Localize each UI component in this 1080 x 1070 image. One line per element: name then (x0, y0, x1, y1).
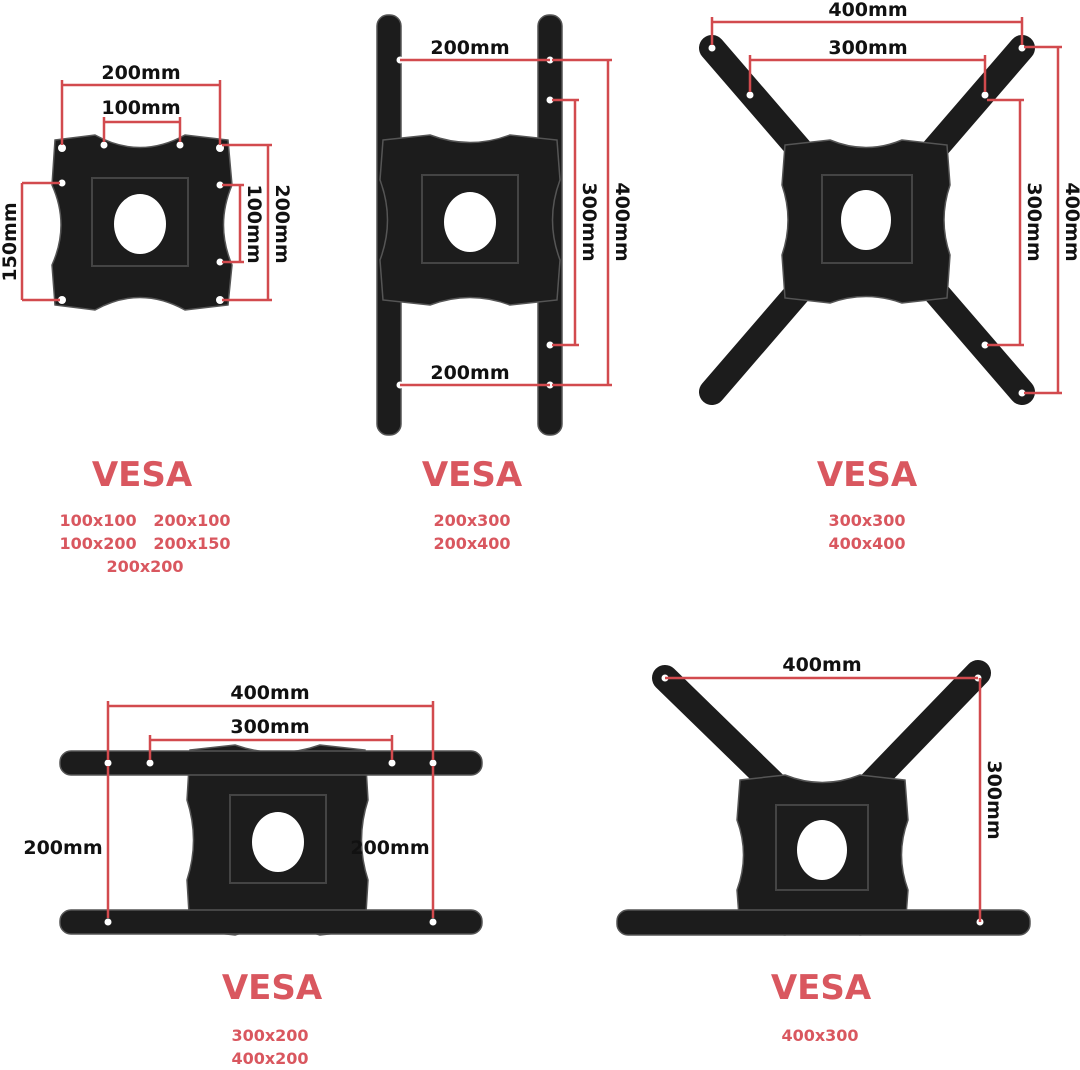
dim-label: 400mm (611, 182, 633, 261)
dim-label: 400mm (1061, 182, 1080, 261)
dimension-lines-3 (710, 17, 1062, 395)
dim-label: 150mm (0, 202, 21, 281)
vesa-size: 200x100 (153, 511, 231, 530)
vesa-size: 100x100 (59, 511, 137, 530)
vesa-size: 300x300 (828, 511, 906, 530)
vesa-sizes-2: 200x300 200x400 (412, 509, 532, 555)
dim-label: 200mm (430, 37, 509, 59)
vesa-title-1: VESA (91, 455, 193, 495)
dimension-lines-4 (106, 701, 435, 918)
dim-label: 400mm (782, 654, 861, 676)
mount-plate-4 (59, 744, 483, 936)
vesa-size: 200x400 (433, 534, 511, 553)
dim-label: 200mm (23, 837, 102, 859)
dim-label: 300mm (828, 37, 907, 59)
dim-label: 300mm (230, 716, 309, 738)
vesa-size: 400x300 (781, 1026, 859, 1045)
mount-plate-1 (51, 134, 233, 311)
dim-label: 400mm (828, 0, 907, 21)
vesa-sizes-5: 400x300 (760, 1024, 880, 1047)
vesa-size: 400x400 (828, 534, 906, 553)
dim-label: 400mm (230, 682, 309, 704)
vesa-size: 200x300 (433, 511, 511, 530)
vesa-size: 100x200 (59, 534, 137, 553)
vesa-title-3: VESA (816, 455, 918, 495)
vesa-title-2: VESA (421, 455, 523, 495)
dim-label: 200mm (101, 62, 180, 84)
dim-label: 200mm (350, 837, 429, 859)
dim-label: 300mm (578, 182, 600, 261)
vesa-size: 300x200 (231, 1026, 309, 1045)
mount-plate-3 (699, 35, 1035, 405)
vesa-title-4: VESA (221, 968, 323, 1008)
dim-label: 200mm (430, 362, 509, 384)
dim-label: 300mm (1023, 182, 1045, 261)
vesa-title-5: VESA (770, 968, 872, 1008)
dimension-lines-1 (20, 80, 272, 302)
vesa-sizes-4: 300x200 400x200 (210, 1024, 330, 1070)
vesa-size: 200x150 (153, 534, 231, 553)
dim-label: 100mm (243, 184, 265, 263)
vesa-size: 200x200 (106, 557, 184, 576)
vesa-sizes-3: 300x300 400x400 (807, 509, 927, 555)
dimension-lines-5 (665, 676, 982, 922)
dim-label: 300mm (983, 760, 1005, 839)
mount-plate-2 (376, 14, 563, 436)
dim-label: 100mm (101, 97, 180, 119)
dimension-lines-2 (400, 58, 612, 387)
mount-plate-5 (616, 660, 1031, 936)
vesa-size: 400x200 (231, 1049, 309, 1068)
dim-label: 200mm (271, 184, 293, 263)
vesa-sizes-1: 100x100 200x100 100x200 200x150 200x200 (55, 509, 235, 578)
